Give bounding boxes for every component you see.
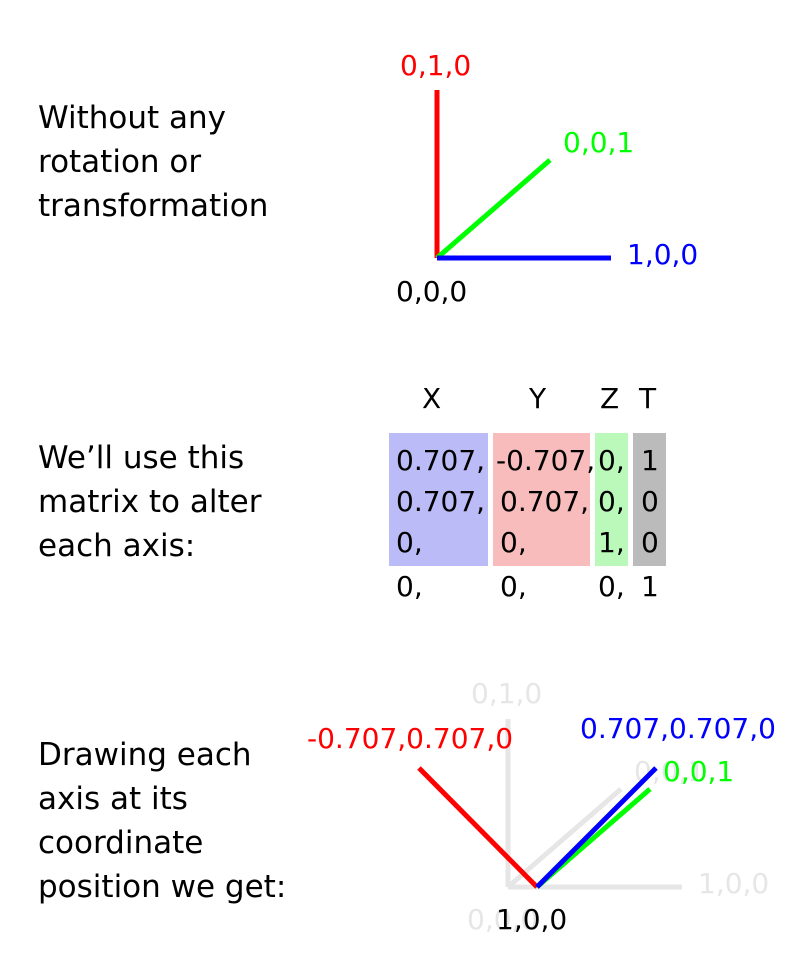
caption-matrix: We’ll use this matrix to alter each axis… [38, 436, 261, 568]
matrix-header-x: X [422, 382, 441, 415]
matrix-cell: 0 [641, 485, 659, 518]
caption-line: We’ll use this [38, 440, 245, 476]
caption-line: Without any [38, 100, 226, 136]
matrix-cell: 0 [641, 526, 659, 559]
new-z-label: 0,0,1 [663, 755, 734, 788]
matrix-column-z-highlight [595, 433, 628, 566]
matrix-cell: 0, [396, 570, 423, 603]
matrix-cell: 0, [500, 526, 527, 559]
matrix-column-t-highlight [633, 433, 666, 566]
matrix-cell: 1 [641, 444, 659, 477]
z-axis-label: 0,0,1 [563, 126, 634, 159]
caption-line: position we get: [38, 869, 287, 905]
matrix-cell: 0.707, [396, 444, 485, 477]
matrix-header-z: Z [600, 382, 619, 415]
matrix-cell: 0, [500, 570, 527, 603]
matrix-cell: 0, [598, 444, 625, 477]
origin-label: 0,0,0 [396, 275, 467, 308]
caption-result: Drawing each axis at its coordinate posi… [38, 733, 286, 909]
matrix-row: 0, 0, 1, 0 [396, 526, 659, 559]
matrix-row: 0, 0, 0, 1 [396, 570, 659, 603]
caption-line: rotation or [38, 144, 202, 180]
caption-line: transformation [38, 188, 269, 224]
ghost-axes: 0,1,0 0,0,1 1,0,0 0,0,0 [467, 677, 769, 936]
matrix-cell: 0.707, [500, 485, 589, 518]
matrix-cell: -0.707, [496, 444, 595, 477]
caption-line: each axis: [38, 528, 196, 564]
untransformed-axes: 0,1,0 0,0,1 1,0,0 0,0,0 [396, 49, 698, 308]
y-axis-label: 0,1,0 [400, 49, 471, 82]
new-y-axis-line [417, 766, 539, 889]
transform-matrix: X Y Z T 0.707, -0.707, 0, 1 0.707, 0.707… [389, 382, 666, 603]
new-x-label: 0.707,0.707,0 [580, 712, 776, 745]
matrix-cell: 0.707, [396, 485, 485, 518]
caption-line: coordinate [38, 825, 204, 861]
matrix-cell: 1, [598, 526, 625, 559]
matrix-column-y-highlight [493, 433, 590, 566]
transformed-axes: -0.707,0.707,0 0.707,0.707,0 0,0,1 1,0,0 [307, 712, 776, 936]
caption-line: Drawing each [38, 737, 252, 773]
new-origin-label: 1,0,0 [496, 903, 567, 936]
ghost-z-axis-line [506, 787, 623, 889]
caption-line: axis at its [38, 781, 188, 817]
matrix-cell: 1 [641, 570, 659, 603]
matrix-cell: 0, [598, 570, 625, 603]
matrix-cell: 0, [598, 485, 625, 518]
matrix-header-t: T [638, 382, 657, 415]
matrix-cell: 0, [396, 526, 423, 559]
matrix-header-y: Y [528, 382, 547, 415]
new-x-axis-line [535, 766, 658, 889]
matrix-row: 0.707, 0.707, 0, 0 [396, 485, 659, 518]
ghost-origin-label: 0,0,0 [467, 903, 538, 936]
ghost-x-label: 1,0,0 [698, 867, 769, 900]
new-y-label: -0.707,0.707,0 [307, 722, 513, 755]
caption-line: matrix to alter [38, 484, 262, 520]
ghost-y-label: 0,1,0 [471, 677, 542, 710]
x-axis-label: 1,0,0 [627, 238, 698, 271]
z-axis-line [435, 158, 552, 260]
caption-no-rotation: Without any rotation or transformation [38, 96, 268, 228]
ghost-z-label: 0,0,1 [634, 755, 705, 788]
matrix-row: 0.707, -0.707, 0, 1 [396, 444, 659, 477]
matrix-column-x-highlight [389, 433, 488, 566]
